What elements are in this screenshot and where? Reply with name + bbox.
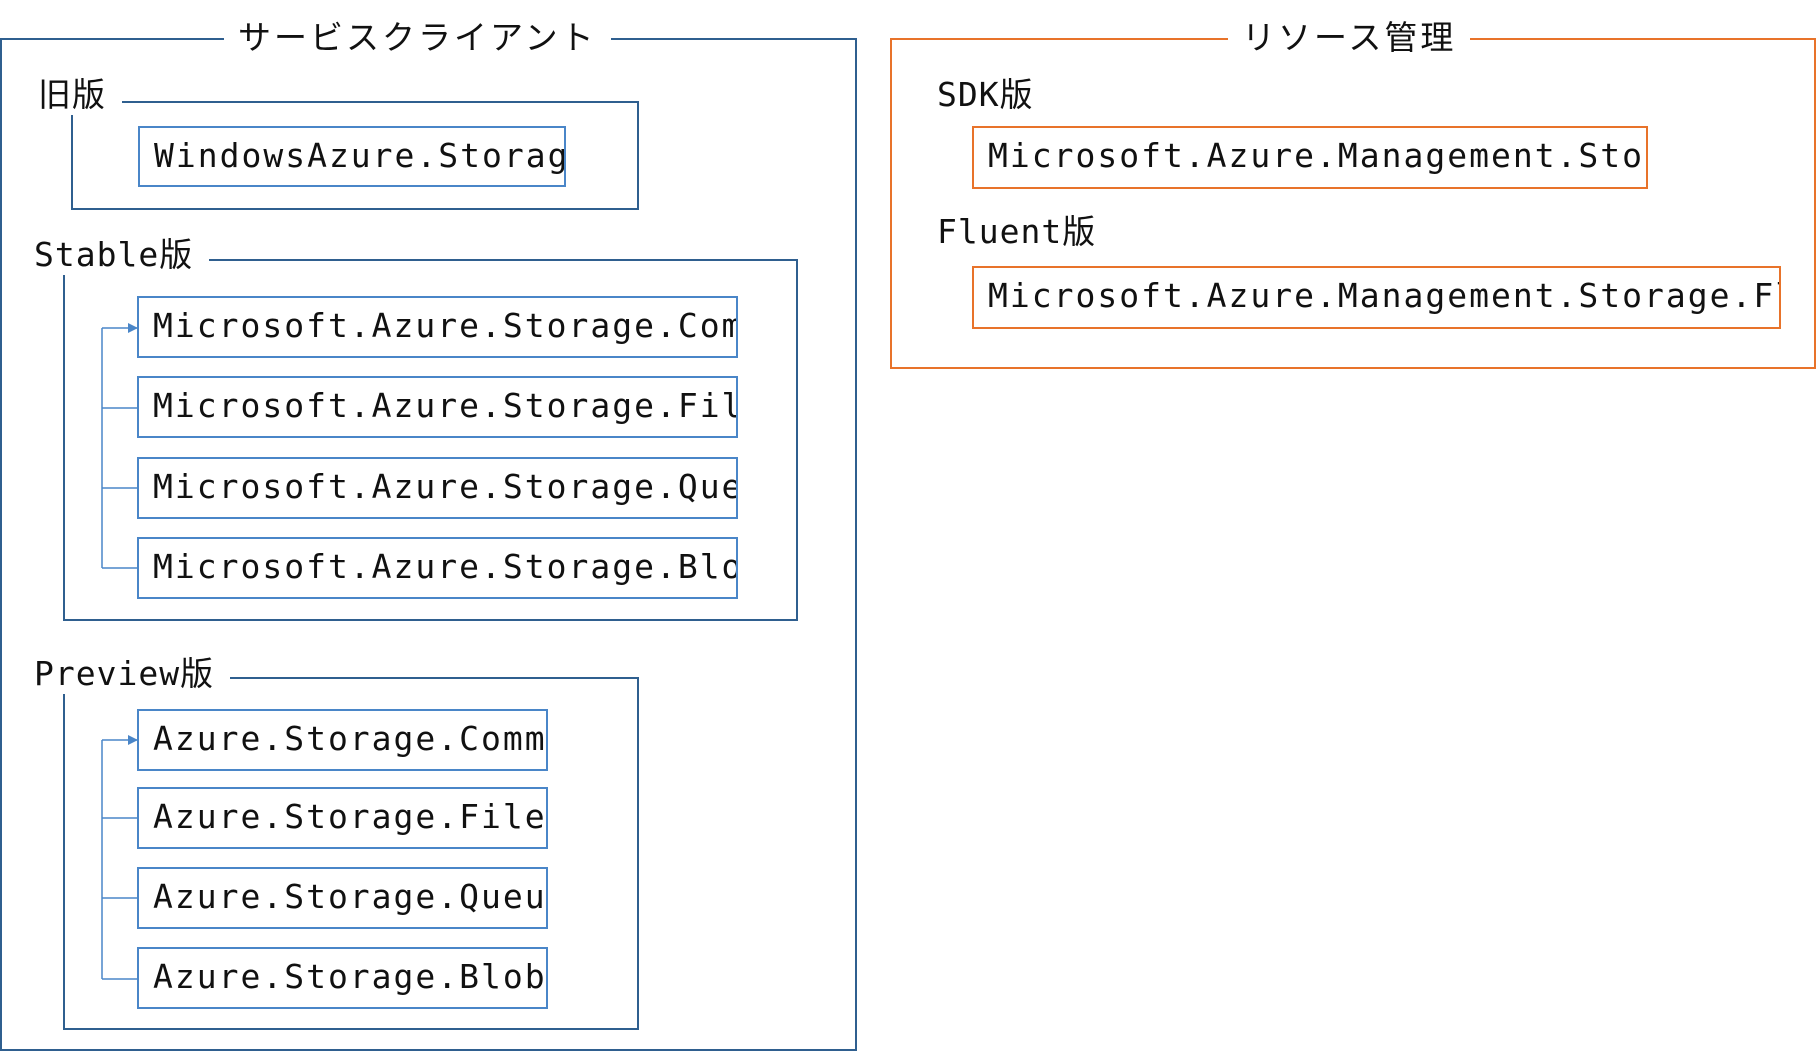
package-management-storage: Microsoft.Azure.Management.Storage [972, 126, 1648, 189]
package-preview-queues: Azure.Storage.Queues [137, 867, 548, 929]
legacy-group [71, 101, 639, 210]
fluent-version-label: Fluent版 [937, 212, 1097, 251]
stable-group [63, 259, 798, 621]
resource-management-title: リソース管理 [1228, 18, 1471, 58]
package-preview-common: Azure.Storage.Common [137, 709, 548, 771]
service-client-title: サービスクライアント [224, 18, 611, 58]
package-stable-queue: Microsoft.Azure.Storage.Queue [137, 457, 738, 519]
preview-group-label: Preview版 [34, 654, 231, 694]
package-management-storage-fluent: Microsoft.Azure.Management.Storage.Fluen… [972, 266, 1781, 329]
stable-group-label: Stable版 [34, 235, 210, 275]
preview-group [63, 677, 639, 1030]
package-stable-common: Microsoft.Azure.Storage.Common [137, 296, 738, 358]
package-preview-files: Azure.Storage.Files [137, 787, 548, 849]
package-stable-file: Microsoft.Azure.Storage.File [137, 376, 738, 438]
sdk-version-label: SDK版 [937, 75, 1034, 114]
package-windowsazure-storage: WindowsAzure.Storage [138, 126, 566, 187]
package-preview-blobs: Azure.Storage.Blobs [137, 947, 548, 1009]
package-stable-blob: Microsoft.Azure.Storage.Blob [137, 537, 738, 599]
legacy-group-label: 旧版 [38, 75, 122, 115]
